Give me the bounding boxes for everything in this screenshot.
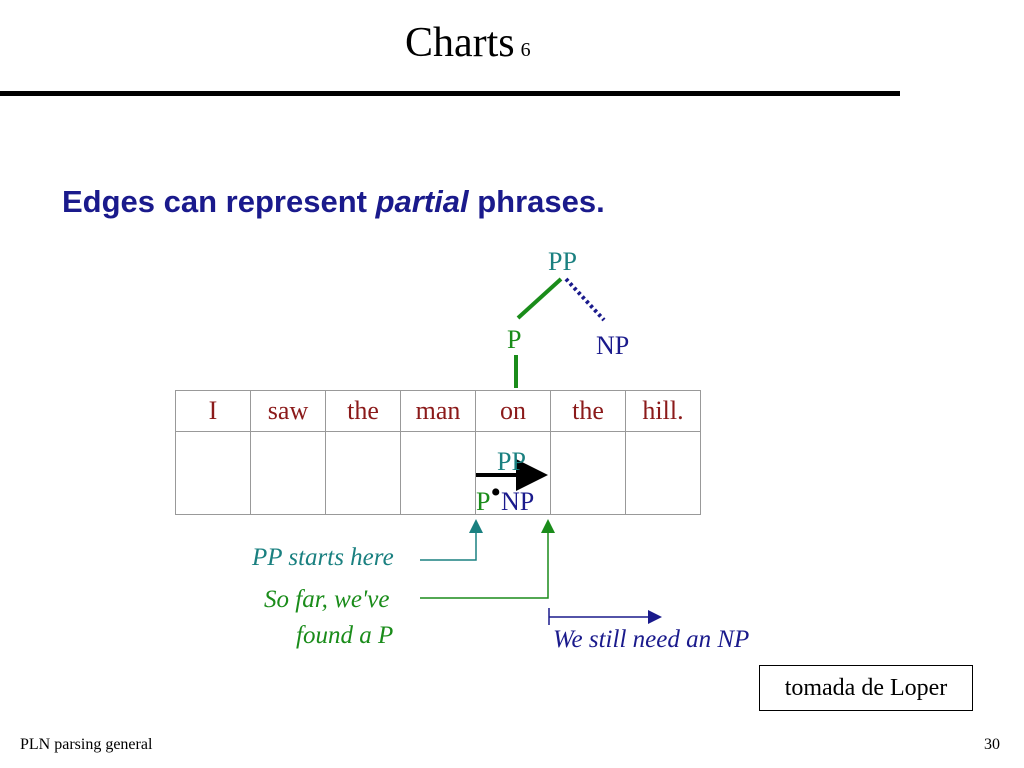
still-need-note: We still need an NP: [553, 626, 750, 653]
so-far-note-line1: So far, we've: [264, 586, 390, 613]
tree-root-label: PP: [548, 247, 577, 276]
edge-found: P: [476, 487, 491, 516]
starts-here-pointer: [420, 532, 477, 561]
so-far-pointer: [420, 532, 549, 599]
tree-edge-pp-p: [516, 277, 563, 320]
page-number: 30: [984, 736, 1000, 753]
word-cell: saw: [250, 390, 326, 432]
heading-emphasis: partial: [375, 184, 469, 219]
title-text: Charts: [405, 20, 515, 66]
word-row: I saw the man on the hill.: [175, 390, 701, 432]
edge-cell: [325, 431, 401, 515]
title-divider: [0, 91, 900, 96]
edge-label: PP: [497, 447, 526, 476]
word-cell: the: [325, 390, 401, 432]
edge-cell: [550, 431, 626, 515]
so-far-note-line2: found a P: [296, 622, 394, 649]
tree-right-label: NP: [596, 331, 630, 360]
tree-left-label: P: [507, 325, 522, 354]
title-number: 6: [520, 39, 531, 61]
tree-edge-pp-np: [564, 277, 606, 322]
edge-cell: [175, 431, 251, 515]
edge-needed: NP: [500, 487, 535, 516]
edge-cell: [475, 431, 551, 515]
word-cell: I: [175, 390, 251, 432]
footer-label: PLN parsing general: [20, 736, 153, 753]
edge-cell: [250, 431, 326, 515]
word-cell: hill.: [625, 390, 701, 432]
so-far-arrowhead: [541, 519, 555, 533]
edge-dot: •: [490, 476, 501, 509]
word-cell: on: [475, 390, 551, 432]
edge-row: [175, 431, 701, 515]
heading-suffix: phrases.: [468, 184, 605, 219]
edge-rule: P•NP: [476, 478, 535, 516]
edge-cell: [400, 431, 476, 515]
starts-here-arrowhead: [469, 519, 483, 533]
starts-here-note: PP starts here: [252, 544, 394, 571]
still-need-arrowhead: [648, 610, 662, 624]
word-cell: man: [400, 390, 476, 432]
slide-heading: Edges can represent partial phrases.: [62, 184, 605, 220]
word-cell: the: [550, 390, 626, 432]
credit-box: tomada de Loper: [759, 665, 973, 711]
chart-table: I saw the man on the hill.: [175, 390, 701, 515]
edge-cell: [625, 431, 701, 515]
heading-prefix: Edges can represent: [62, 184, 376, 219]
